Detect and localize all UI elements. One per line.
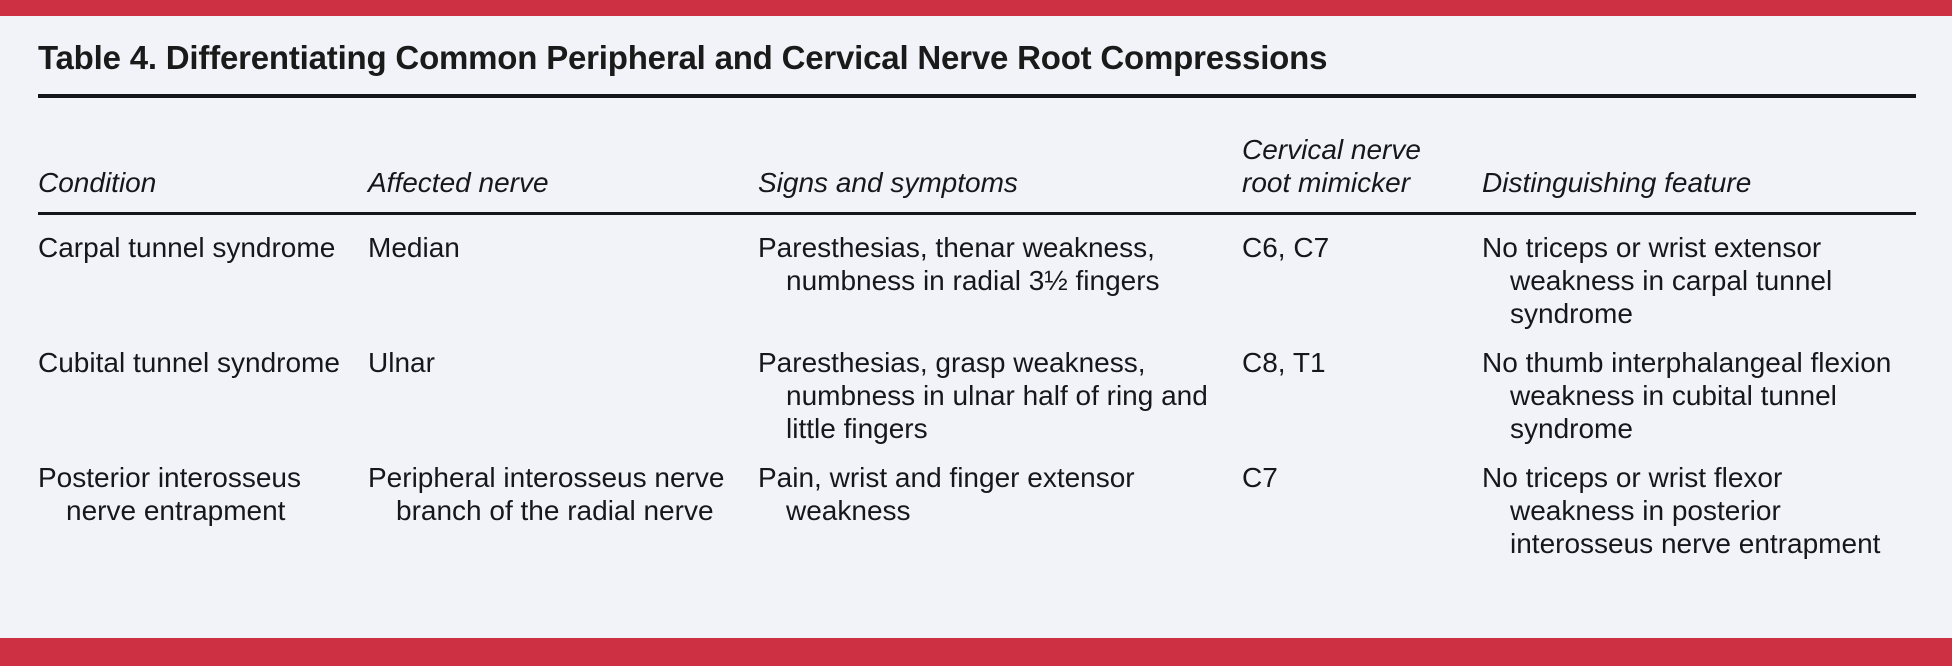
cell-distinguishing-feature: No thumb interphalangeal flexion weaknes… — [1482, 346, 1892, 444]
header-line-1: Affected nerve — [368, 167, 549, 199]
cell-cervical-nerve-root-mimicker: C8, T1 — [1242, 346, 1326, 378]
table-header: Condition Affected nerve Signs and sympt… — [38, 98, 1916, 215]
header-divider-cell — [38, 211, 1916, 215]
cell-signs-and-symptoms: Paresthesias, thenar weakness, numbness … — [758, 231, 1160, 296]
cell-signs-and-symptoms: Paresthesias, grasp weakness, numbness i… — [758, 346, 1208, 444]
cell-cervical-nerve-root-mimicker: C6, C7 — [1242, 231, 1330, 263]
cell-condition: Cubital tunnel syndrome — [38, 346, 340, 378]
title-divider-rule — [38, 94, 1916, 99]
column-header-condition: Condition — [38, 98, 368, 212]
page-title: Table 4. Differentiating Common Peripher… — [38, 39, 1328, 76]
header-line-2: root mimicker — [1242, 167, 1411, 199]
cell-condition: Posterior interosseus nerve entrapment — [38, 461, 302, 527]
top-accent-bar — [0, 0, 1952, 16]
header-line-1: Distinguishing feature — [1482, 167, 1752, 199]
column-header-cervical-nerve-root-mimicker: Cervical nerve root mimicker — [1242, 98, 1482, 212]
table-row: Cubital tunnel syndrome Ulnar Paresthesi… — [38, 332, 1916, 447]
table-row: Posterior interosseus nerve entrapment P… — [38, 447, 1916, 562]
cell-distinguishing-feature: No triceps or wrist flexor weakness in p… — [1482, 461, 1881, 560]
comparison-table: Condition Affected nerve Signs and sympt… — [38, 98, 1916, 562]
column-header-distinguishing-feature: Distinguishing feature — [1482, 98, 1916, 212]
cell-distinguishing-feature: No triceps or wrist extensor weakness in… — [1482, 231, 1833, 329]
cell-affected-nerve: Ulnar — [368, 346, 435, 378]
table-row: Carpal tunnel syndrome Median Paresthesi… — [38, 215, 1916, 332]
header-row: Condition Affected nerve Signs and sympt… — [38, 98, 1916, 212]
header-divider-rule — [38, 211, 1916, 215]
bottom-accent-bar — [0, 638, 1952, 666]
table-container: Table 4. Differentiating Common Peripher… — [38, 16, 1916, 562]
table-sheet: Table 4. Differentiating Common Peripher… — [0, 16, 1952, 638]
cell-cervical-nerve-root-mimicker: C7 — [1242, 461, 1278, 493]
header-line-1: Signs and symptoms — [758, 167, 1018, 199]
cell-signs-and-symptoms: Pain, wrist and finger extensor weakness — [758, 461, 1135, 527]
cell-affected-nerve: Peripheral interosseus nerve branch of t… — [368, 461, 725, 527]
header-line-1: Cervical nerve — [1242, 134, 1421, 166]
cell-affected-nerve: Median — [368, 231, 460, 263]
header-divider-row — [38, 211, 1916, 215]
cell-condition: Carpal tunnel syndrome — [38, 231, 336, 263]
table-body: Carpal tunnel syndrome Median Paresthesi… — [38, 215, 1916, 562]
column-header-signs-and-symptoms: Signs and symptoms — [758, 98, 1242, 212]
header-line-1: Condition — [38, 167, 157, 199]
column-header-affected-nerve: Affected nerve — [368, 98, 758, 212]
